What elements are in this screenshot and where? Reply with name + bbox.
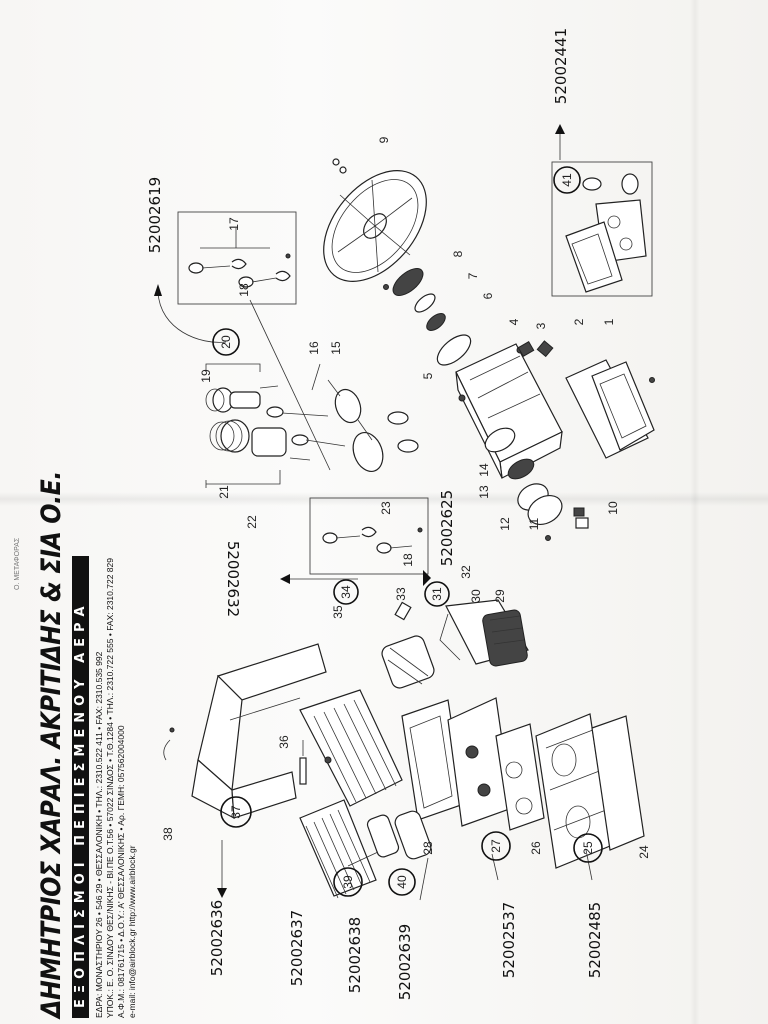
part-number: 26	[529, 841, 543, 855]
callout-number: 41	[560, 173, 574, 187]
callout-number: 37	[229, 805, 243, 819]
handwritten-code: 52002639	[396, 924, 414, 1000]
part-number: 22	[245, 515, 259, 529]
handwritten-code: 52002619	[146, 177, 164, 253]
callout-circle	[212, 328, 240, 356]
part-number: 12	[498, 517, 512, 531]
handwritten-code: 52002485	[586, 902, 604, 978]
intercooler-gasket	[366, 814, 400, 858]
part-number: 13	[477, 485, 491, 499]
part-number: 2	[572, 318, 586, 325]
callout-circle	[481, 831, 511, 861]
gasket-kit-box	[551, 161, 653, 297]
part-number: 33	[394, 587, 408, 601]
crankshaft	[327, 379, 384, 472]
part-number: 14	[477, 463, 491, 477]
cylinder-head	[299, 689, 403, 807]
part-number: 3	[534, 322, 548, 329]
part-number: 5	[421, 372, 435, 379]
part-number: 35	[331, 605, 345, 619]
part-number: 21	[217, 485, 231, 499]
callout-number: 40	[395, 875, 409, 889]
oil-sump	[591, 361, 655, 451]
callout-number: 20	[219, 335, 233, 349]
part-number: 30	[469, 589, 483, 603]
base-gasket	[591, 715, 645, 851]
part-number: 7	[466, 272, 480, 279]
callout-circle	[333, 579, 359, 605]
piston-set	[205, 385, 311, 461]
part-number: 9	[377, 136, 391, 143]
paper-fold-vertical	[690, 0, 700, 1024]
cylinder-block	[535, 713, 611, 869]
part-number: 18	[401, 553, 415, 567]
part-number: 8	[451, 250, 465, 257]
handwritten-code: 52002537	[500, 902, 518, 978]
part-number: 28	[421, 841, 435, 855]
callout-circle	[220, 796, 252, 828]
callout-circle	[424, 581, 450, 607]
callout-circle	[388, 868, 416, 896]
part-number: 19	[199, 369, 213, 383]
callout-number: 39	[341, 875, 355, 889]
paper-fold-horizontal	[0, 492, 768, 506]
seal-ring	[414, 293, 436, 313]
part-number: 6	[481, 292, 495, 299]
air-filter-housing	[439, 599, 529, 667]
oil-seal	[426, 313, 446, 331]
handwritten-code: 52002638	[346, 917, 364, 993]
part-number: 23	[379, 501, 393, 515]
gasket-kit	[565, 173, 647, 293]
callout-number: 34	[339, 585, 353, 599]
fan-cover	[163, 643, 327, 820]
part-number: 11	[527, 517, 541, 530]
rod-bearing-kit-box-lower	[309, 497, 429, 575]
handwritten-code: 52002637	[288, 910, 306, 986]
rod-bearing-kit-lower	[322, 526, 423, 554]
part-number: 17	[227, 217, 241, 231]
breather-valve	[573, 507, 585, 517]
handwritten-code: 52002632	[224, 541, 242, 617]
flywheel	[323, 158, 427, 282]
lp-head	[381, 601, 435, 689]
handwritten-code: 52002625	[438, 490, 456, 566]
intercooler-pipe	[394, 810, 432, 860]
callout-circle	[573, 833, 603, 863]
part-number: 10	[606, 501, 620, 515]
handwritten-code: 52002441	[552, 28, 570, 104]
handwritten-code: 52002636	[208, 900, 226, 976]
part-number: 24	[637, 845, 651, 859]
part-number: 16	[307, 341, 321, 355]
rod-bearing-kit	[188, 253, 291, 288]
callout-number: 27	[489, 839, 503, 853]
part-number: 1	[602, 318, 616, 325]
callout-circle	[333, 867, 363, 897]
head-bolt	[299, 757, 307, 785]
callout-number: 31	[430, 587, 444, 601]
rod-bearing-kit-box	[177, 211, 297, 305]
connecting-rod	[266, 406, 419, 453]
part-number: 29	[493, 589, 507, 603]
part-number: 36	[277, 735, 291, 749]
rear-bearing	[507, 458, 535, 480]
bearing	[392, 268, 424, 296]
drain-plug	[536, 340, 554, 358]
end-cover	[527, 494, 563, 526]
part-number: 15	[329, 341, 343, 355]
callout-circle	[553, 166, 581, 194]
callout-number: 25	[581, 841, 595, 855]
part-number: 32	[459, 565, 473, 579]
part-number: 38	[161, 827, 175, 841]
part-number: 4	[507, 318, 521, 325]
o-ring	[436, 334, 472, 366]
part-number: 18	[237, 283, 251, 297]
